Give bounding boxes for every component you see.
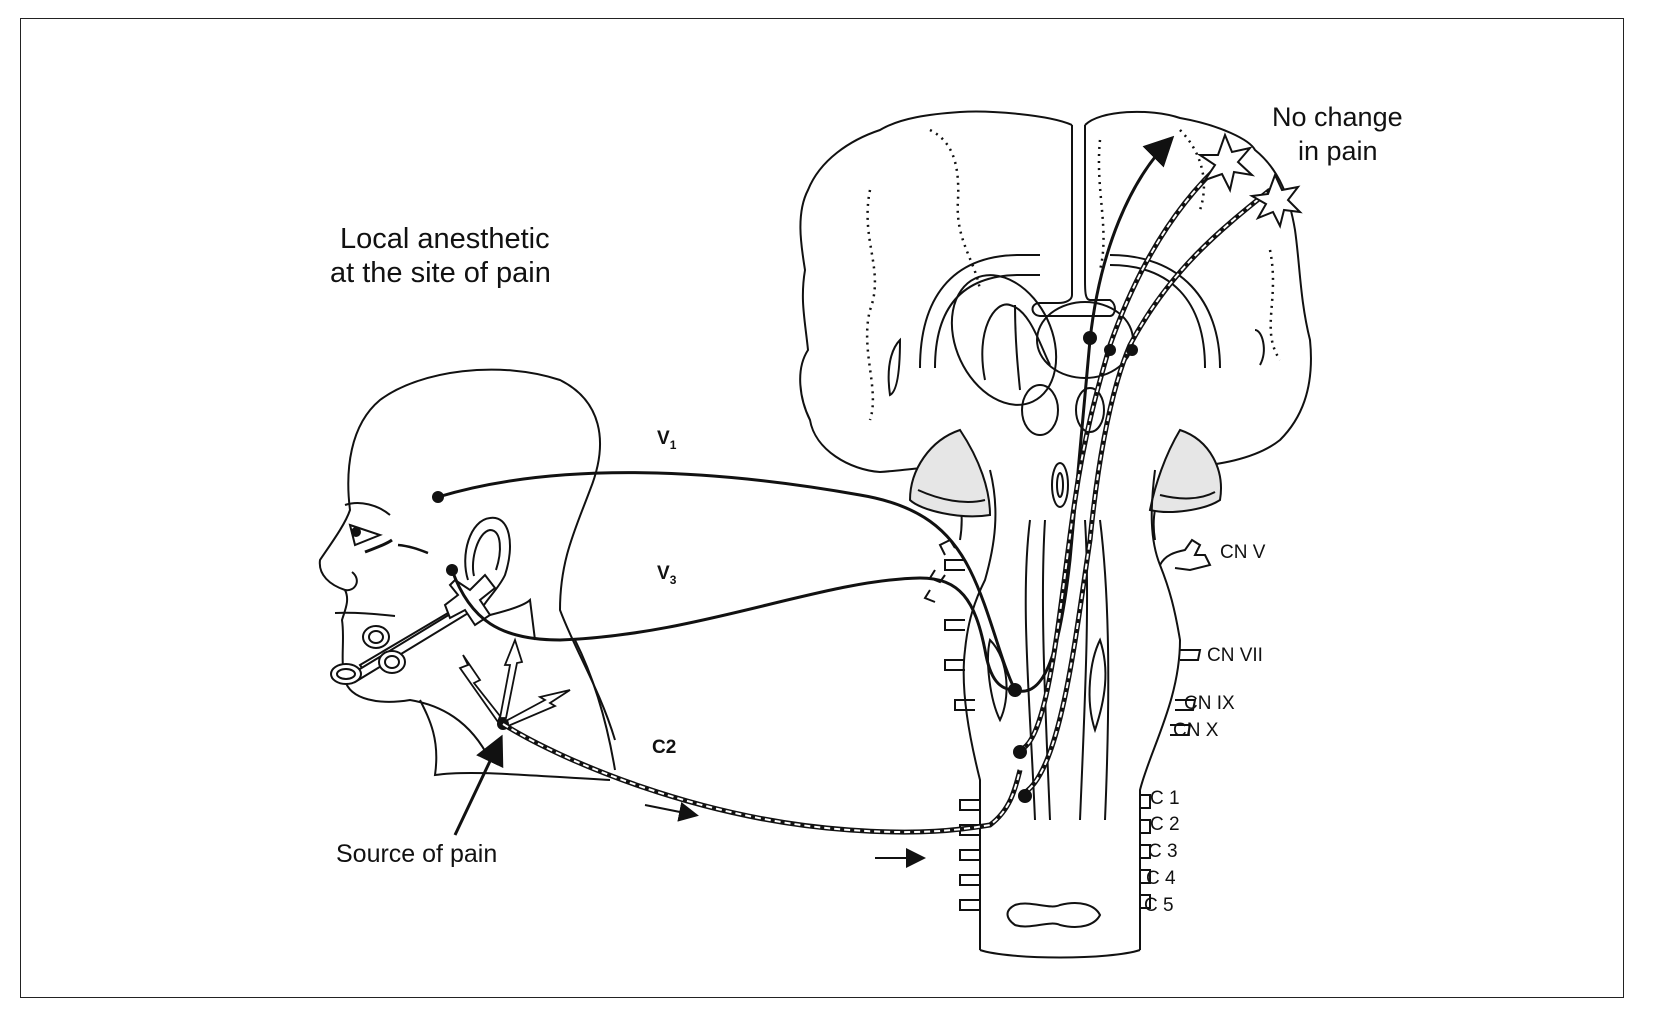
cn-label-vii: CN VII — [1207, 645, 1263, 666]
c2-ascending-tract-1 — [1018, 158, 1227, 753]
v1-nerve-pathway — [437, 471, 1017, 691]
cerebellum — [908, 428, 1222, 518]
thalamus-synapse-3 — [1126, 344, 1138, 356]
nerve-label-c2: C2 — [652, 737, 677, 758]
v1-subscript: 1 — [669, 437, 677, 452]
outcome-line-2: in pain — [1298, 136, 1378, 166]
cn-label-ix: CN IX — [1184, 693, 1235, 714]
c2-nerve-pathway — [501, 721, 1023, 835]
pain-burst-icon — [1196, 132, 1303, 229]
cervical-label-c4: C 4 — [1146, 868, 1176, 889]
v3-letter: V — [657, 563, 670, 584]
brainstem-spinal-cord — [923, 462, 1212, 959]
cervical-label-c5: C 5 — [1144, 895, 1174, 916]
thalamus-synapse-2 — [1104, 344, 1116, 356]
figure-frame — [20, 18, 1624, 998]
neck-outline — [419, 597, 616, 781]
v3-subscript: 3 — [669, 572, 677, 587]
source-of-pain-arrow — [453, 734, 504, 836]
outcome-line-1: No change — [1272, 102, 1403, 132]
cn-label-x: CN X — [1173, 720, 1219, 741]
source-of-pain-label: Source of pain — [336, 840, 498, 868]
cervical-label-c1: C 1 — [1150, 788, 1180, 809]
synapse-c2-dot-2 — [1018, 789, 1032, 803]
brain-hemispheres — [799, 110, 1312, 541]
cervical-label-c2: C 2 — [1150, 814, 1180, 835]
synapse-v-dot — [1008, 683, 1022, 697]
title-line-2: at the site of pain — [330, 257, 551, 289]
eye-icon — [344, 502, 429, 555]
nerve-label-v3: V3 — [657, 563, 676, 587]
pain-lightning-icon — [458, 637, 571, 728]
v3-nerve-pathway — [450, 569, 1016, 692]
cn-label-v: CN V — [1220, 542, 1266, 563]
synapse-c2-dot-1 — [1013, 745, 1027, 759]
forceps-icon — [330, 573, 497, 685]
title-line-1: Local anesthetic — [340, 223, 550, 255]
nerve-label-v1: V1 — [657, 428, 676, 452]
direction-arrow-1 — [644, 802, 699, 822]
head-profile — [318, 368, 616, 761]
cervical-label-c3: C 3 — [1148, 841, 1178, 862]
thalamus-synapse-1 — [1083, 331, 1097, 345]
c2-ascending-tract-2 — [1018, 188, 1272, 798]
v1-letter: V — [657, 428, 670, 449]
ear-icon — [464, 516, 511, 616]
